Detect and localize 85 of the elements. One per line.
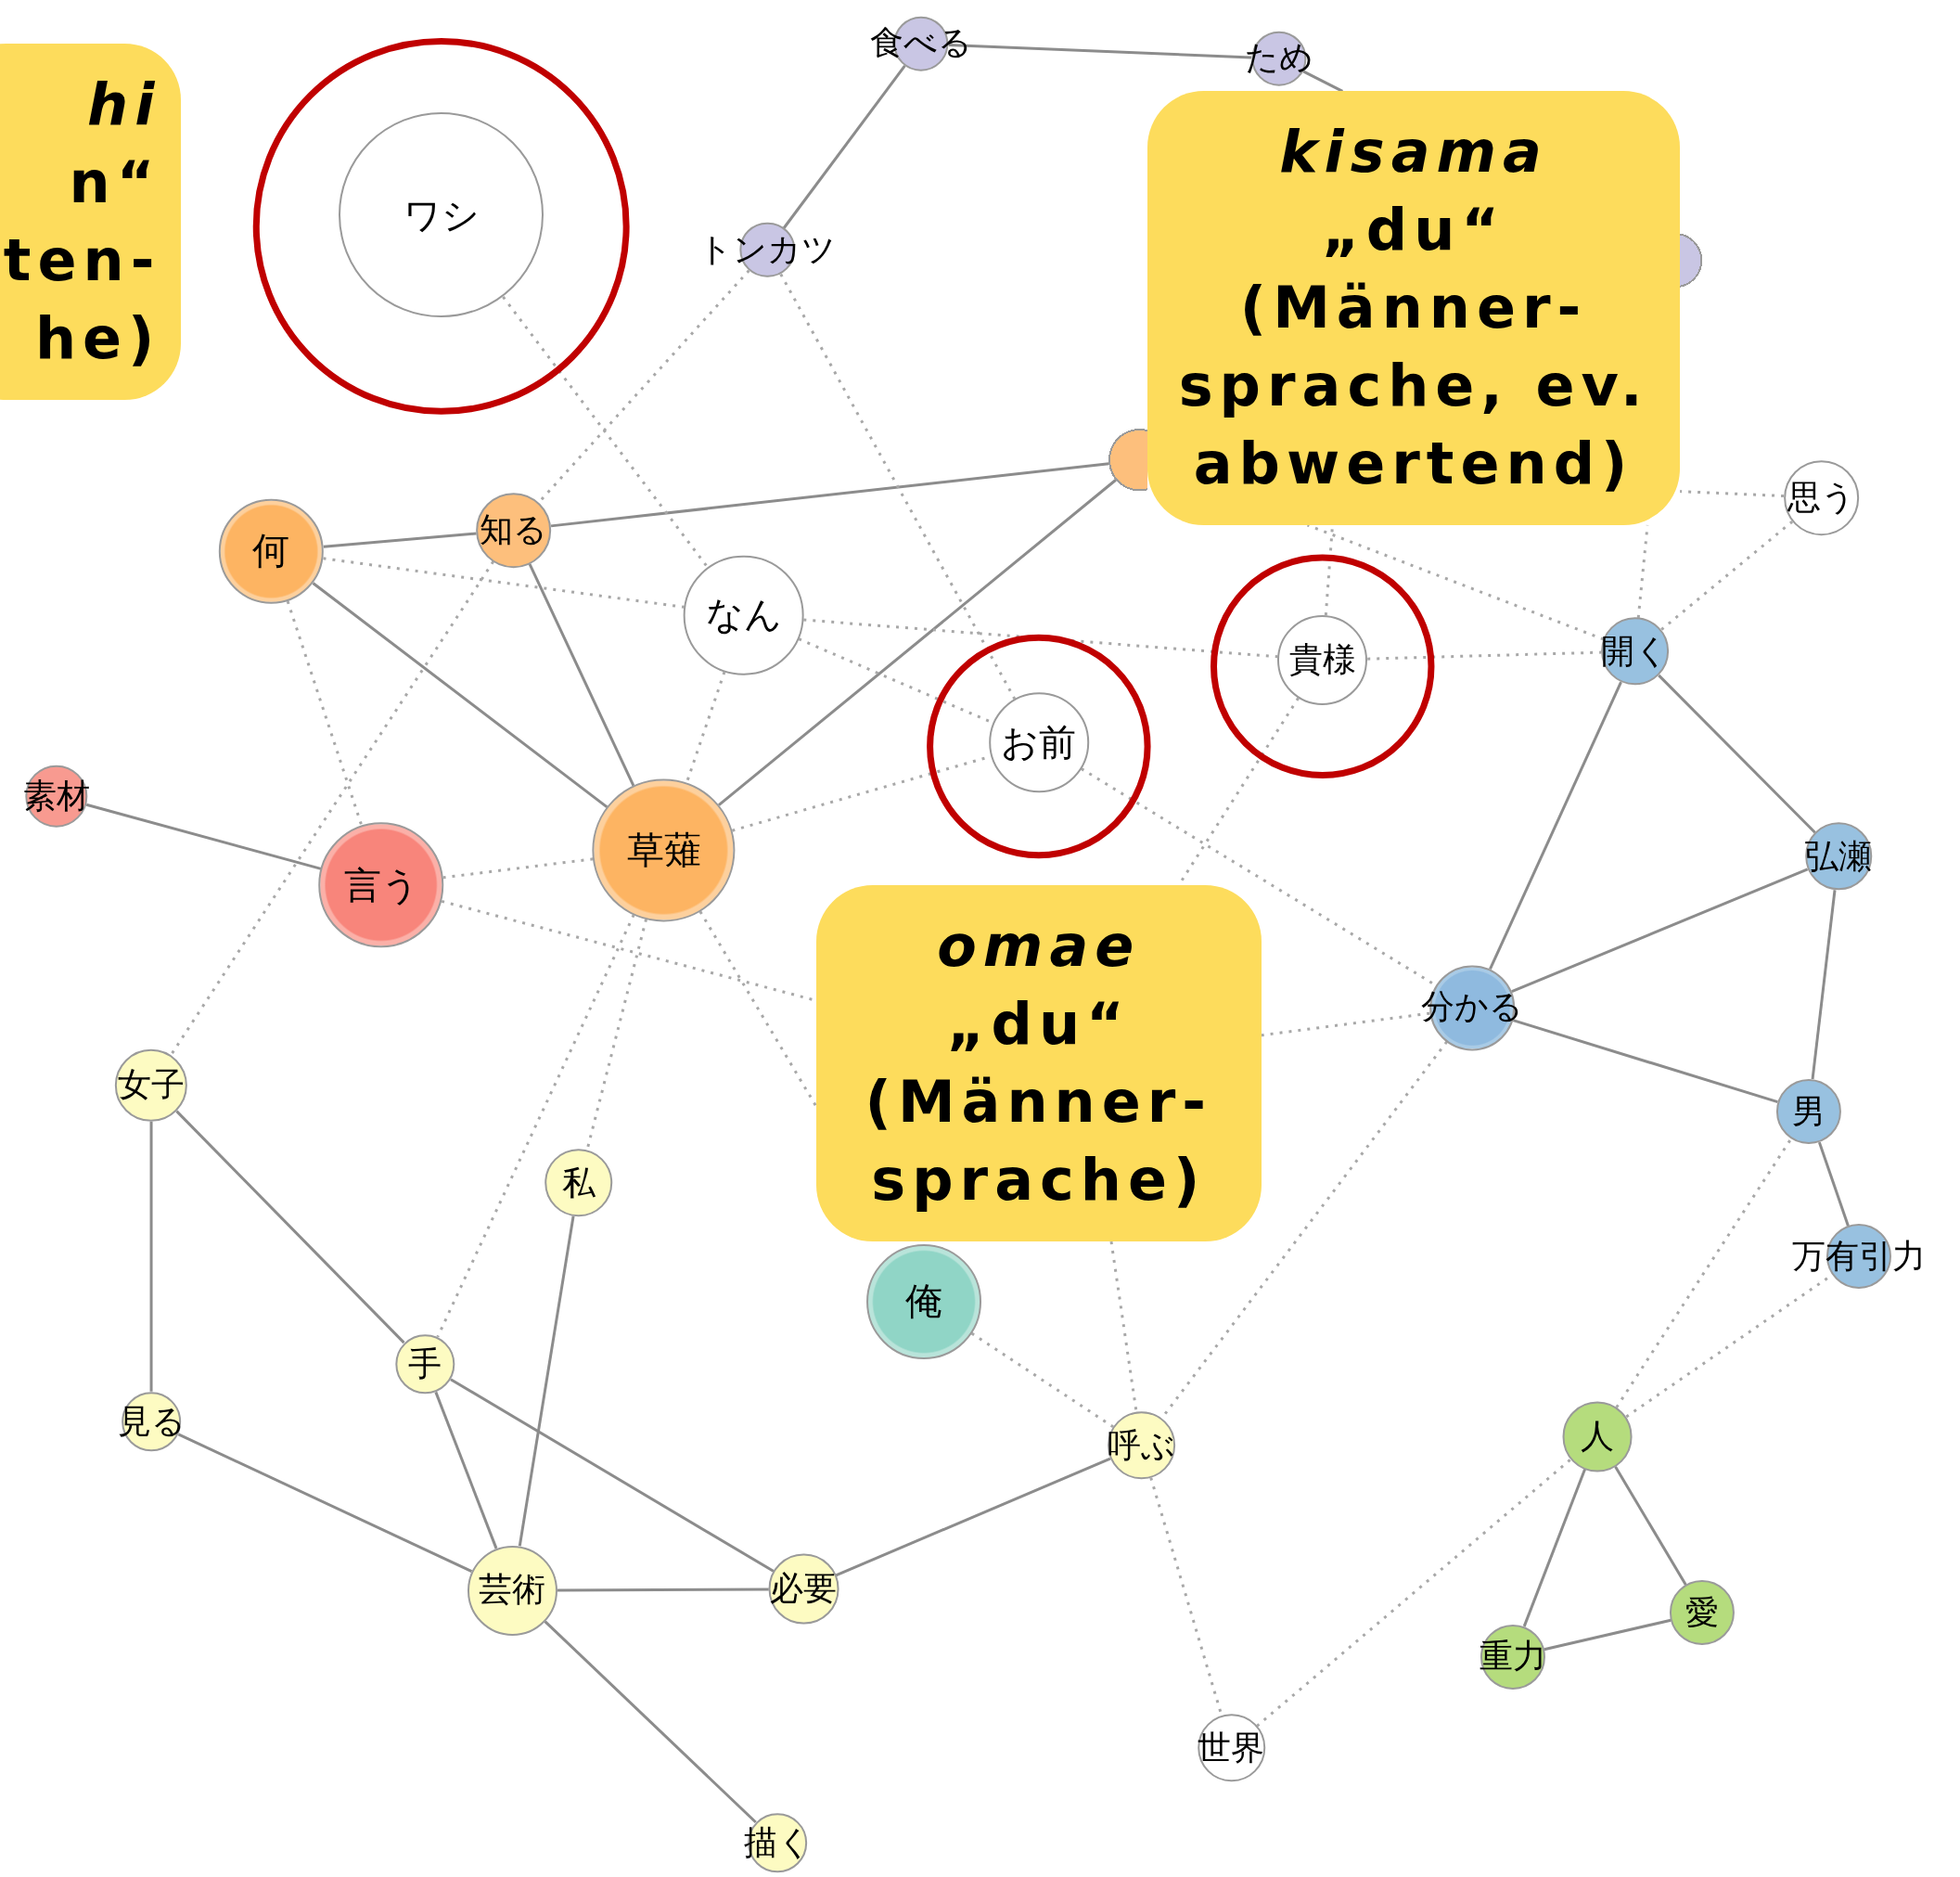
callout-text: (Männer- sprache, ev. abwertend): [1177, 273, 1650, 500]
word-node: ワシ: [339, 112, 544, 318]
connector-line: [948, 43, 1251, 59]
connector-line: [1544, 1618, 1672, 1652]
dotted-connector: [1261, 1011, 1431, 1037]
callout-text: (Männer- sprache): [864, 1067, 1214, 1216]
dotted-connector: [1615, 1138, 1793, 1408]
callout-heading: omae: [936, 911, 1142, 983]
connector-line: [177, 1433, 473, 1573]
word-node: なん: [684, 555, 804, 675]
connector-line: [149, 1121, 153, 1392]
connector-line: [312, 582, 608, 809]
connector-line: [1658, 674, 1816, 834]
connector-line: [85, 803, 322, 870]
connector-line: [1512, 1019, 1778, 1104]
dotted-connector: [1680, 490, 1785, 498]
callout-text: „du“: [945, 989, 1132, 1061]
dotted-connector: [286, 600, 364, 827]
connector-line: [1614, 1466, 1687, 1587]
word-node: 思う: [1784, 459, 1859, 535]
word-node: 俺: [865, 1243, 981, 1359]
word-node: 開く: [1601, 617, 1670, 686]
dotted-connector: [436, 914, 635, 1338]
dotted-connector: [970, 1331, 1114, 1428]
word-node: 私: [544, 1149, 613, 1217]
connector-line: [835, 1457, 1111, 1577]
connector-line: [1817, 1141, 1850, 1227]
word-node: 呼ぶ: [1107, 1411, 1175, 1480]
word-node: 分かる: [1421, 965, 1524, 1050]
connector-line: [1811, 890, 1837, 1080]
dotted-connector: [1367, 650, 1602, 661]
callout-heading: kisama: [1278, 117, 1549, 188]
word-node: 人: [1562, 1401, 1633, 1472]
word-node: 世界: [1198, 1714, 1265, 1782]
word-node: 何: [218, 498, 324, 604]
word-node: 手: [394, 1333, 455, 1395]
word-node: 弘瀬: [1804, 822, 1873, 891]
word-node: 万有引力: [1791, 1224, 1926, 1290]
dotted-connector: [323, 557, 685, 609]
connector-line: [528, 563, 635, 787]
dotted-connector: [1256, 1458, 1572, 1728]
dotted-connector: [803, 618, 1278, 659]
connector-line: [1522, 1469, 1586, 1627]
connector-line: [1489, 681, 1622, 971]
word-node: 必要: [768, 1554, 839, 1625]
word-node: 描く: [743, 1813, 812, 1873]
dotted-connector: [779, 273, 1017, 700]
callout-heading: hi: [86, 70, 161, 141]
connector-line: [550, 462, 1109, 528]
word-node: 知る: [476, 492, 552, 568]
callout-text: n“: [68, 148, 161, 219]
dotted-connector: [502, 296, 709, 569]
connector-line: [175, 1110, 405, 1344]
word-node: 素材: [22, 765, 90, 829]
callout-text: ten- he): [2, 225, 161, 375]
callout-box: [1147, 91, 1681, 525]
word-node: トンカツ: [698, 222, 837, 278]
dotted-connector: [442, 857, 594, 880]
word-node: 見る: [117, 1391, 186, 1452]
word-node: 草薙: [592, 778, 736, 922]
callout-box: [815, 885, 1262, 1242]
connector-line: [450, 1378, 775, 1573]
word-node: 貴様: [1277, 615, 1368, 705]
connector-line: [323, 532, 477, 548]
word-node: 言う: [318, 822, 444, 948]
word-node: 女子: [114, 1048, 188, 1122]
dotted-connector: [441, 899, 815, 1002]
connector-line: [782, 65, 906, 229]
dotted-connector: [170, 560, 494, 1056]
word-node: 男: [1775, 1078, 1841, 1144]
connector-line: [544, 1620, 757, 1824]
dotted-connector: [1659, 520, 1794, 632]
word-node: 愛: [1670, 1580, 1736, 1646]
connector-line: [518, 1215, 575, 1547]
connector-line: [1511, 868, 1809, 994]
connector-line: [434, 1391, 498, 1549]
connector-line: [1302, 70, 1343, 93]
callout-box: [0, 44, 182, 401]
word-node: お前: [988, 692, 1089, 793]
word-node: 芸術: [468, 1545, 557, 1636]
dotted-connector: [1307, 523, 1605, 641]
word-node: ため: [1244, 31, 1313, 86]
callout-text: „du“: [1321, 195, 1507, 266]
word-node: 食べる: [870, 16, 973, 71]
connector-line: [557, 1588, 769, 1592]
